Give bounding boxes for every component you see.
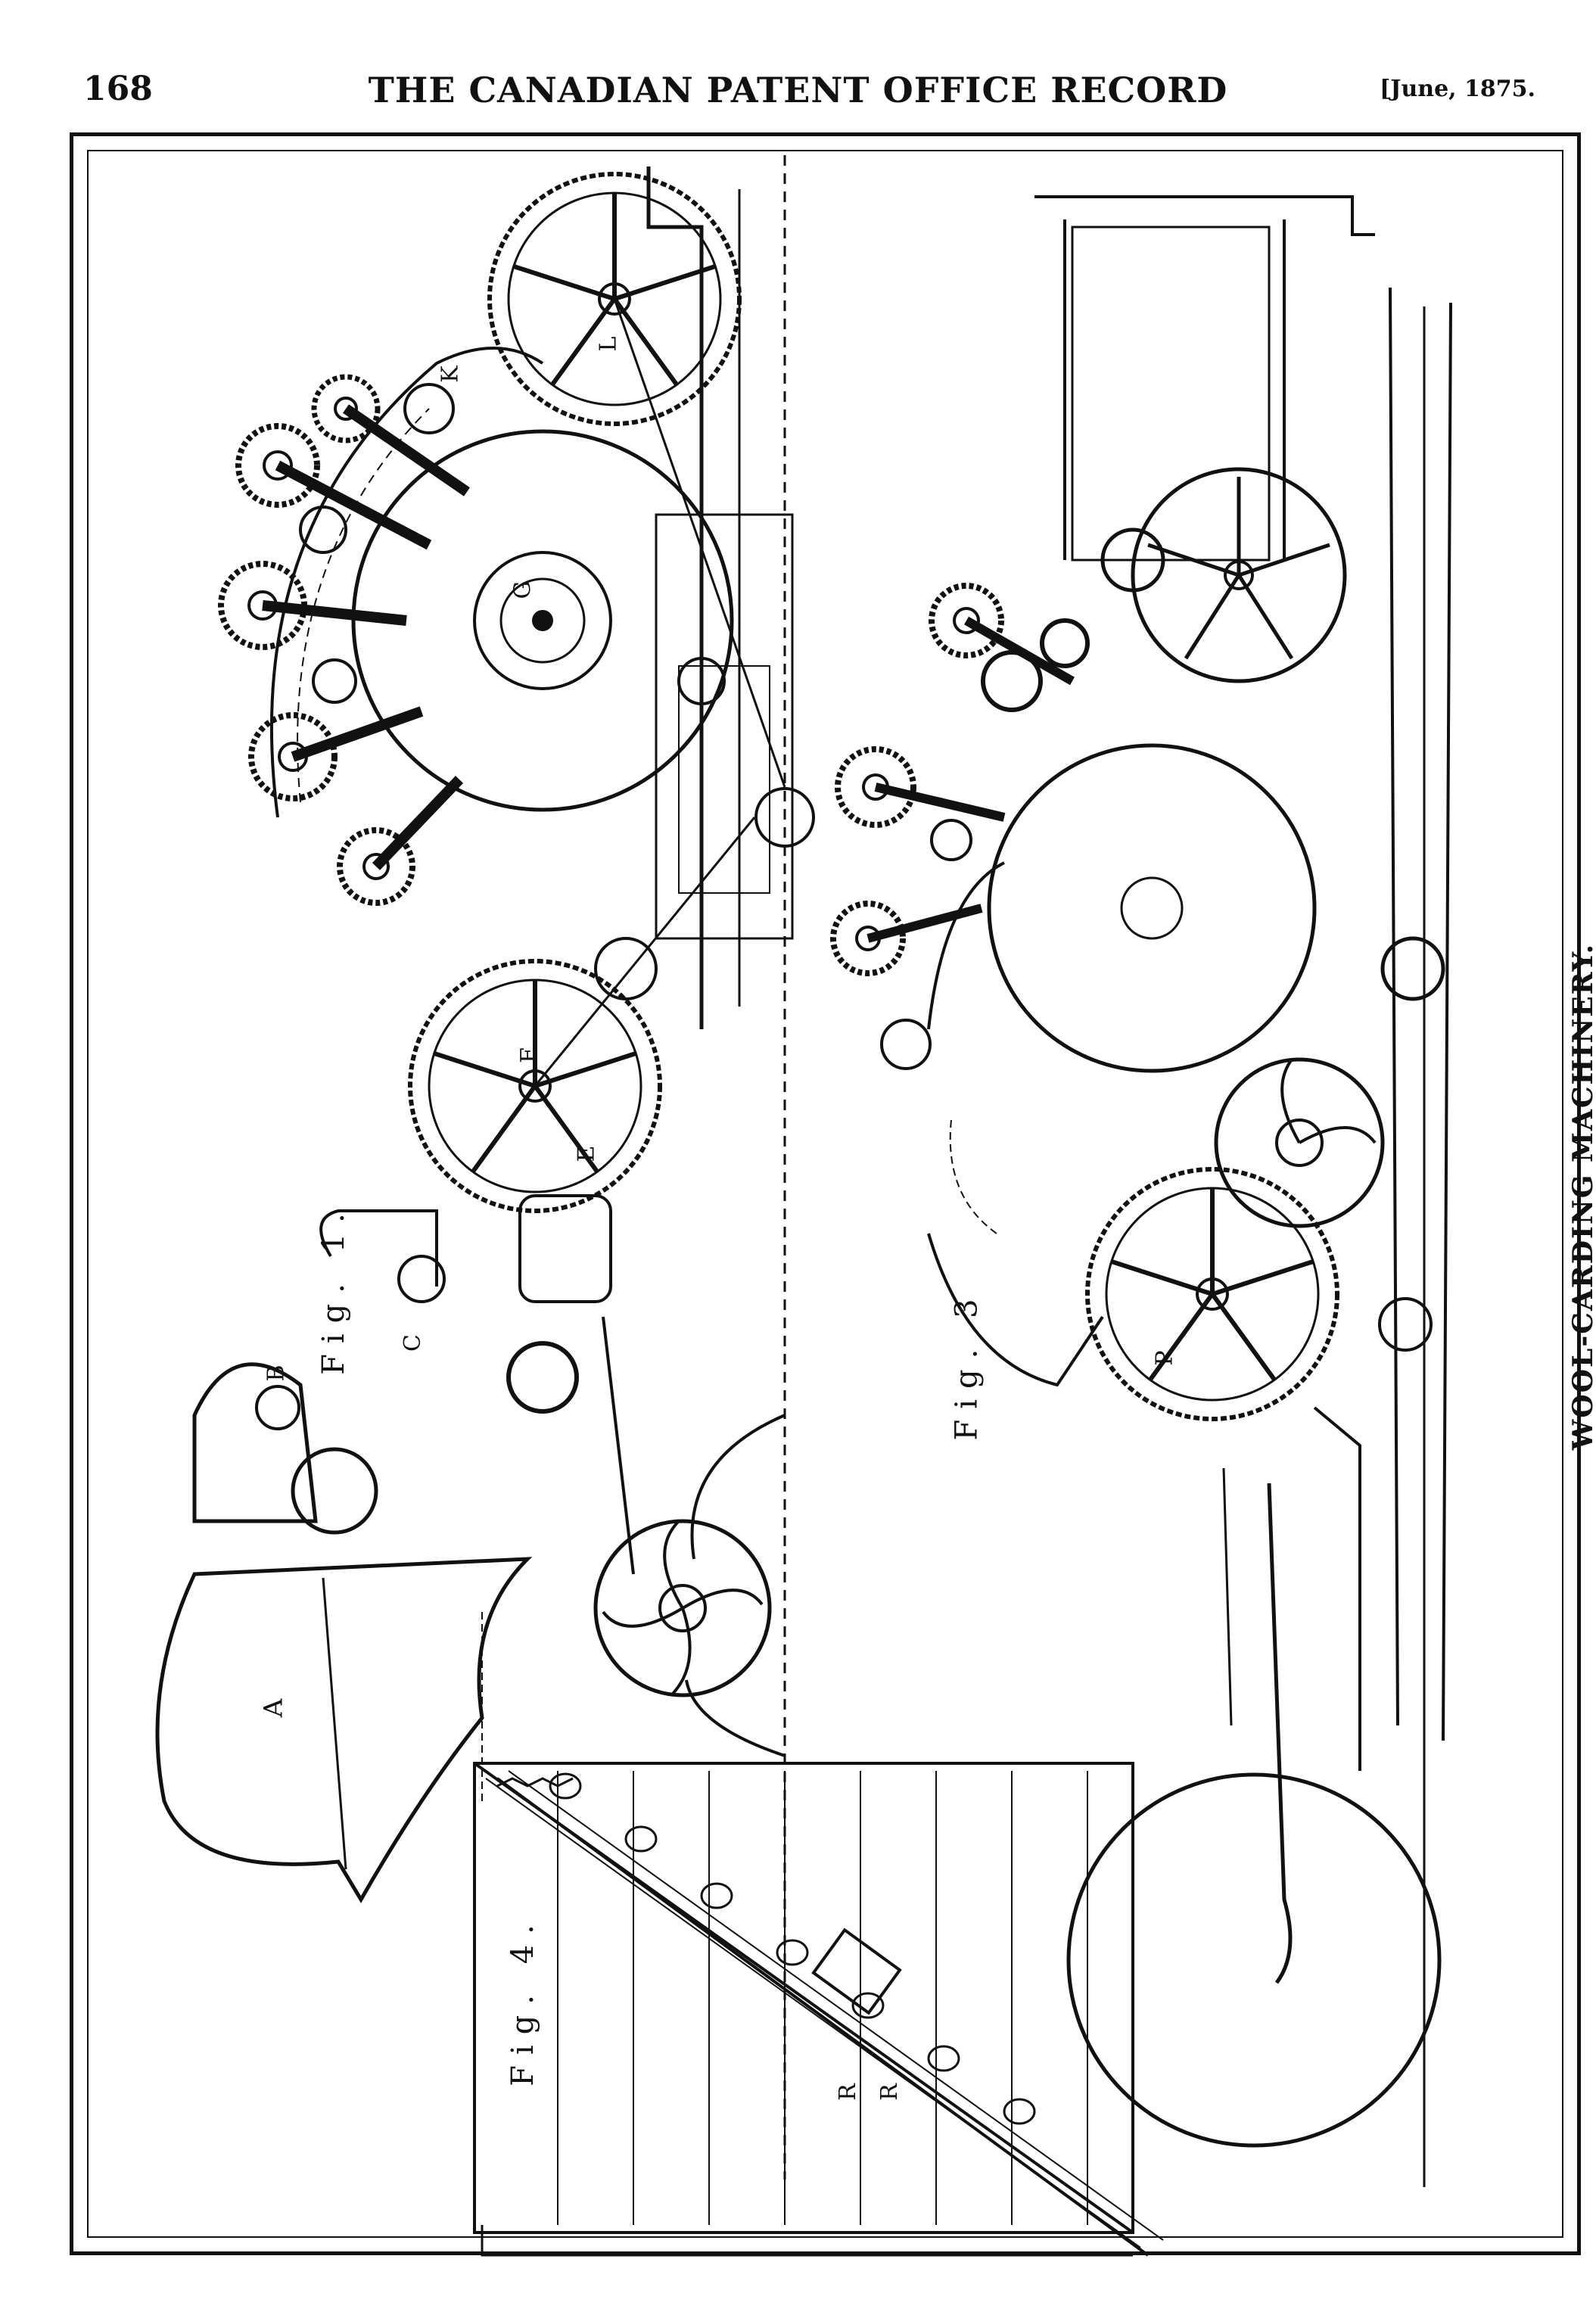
- fig-3-drawing: [830, 195, 1452, 2187]
- part-letter-r: R: [876, 2073, 903, 2101]
- part-letter-l: L: [595, 325, 622, 352]
- part-letter-b: B: [263, 1354, 290, 1382]
- part-letter-r: R: [834, 2073, 861, 2101]
- figure-label-fig-3: Fig. 3: [949, 1288, 985, 1441]
- part-letter-g: G: [509, 570, 537, 599]
- wool-carding-machinery-engraving: [155, 155, 1452, 2257]
- part-letter-c: C: [399, 1324, 426, 1352]
- part-letter-p: P: [1151, 1340, 1178, 1366]
- part-letter-a: A: [258, 1688, 289, 1718]
- part-letter-k: K: [437, 355, 464, 383]
- illustration-plate: Fig. 1. Fig. 3 Fig. 4. A B C E F G K L P…: [70, 132, 1596, 2257]
- figure-label-fig-4: Fig. 4.: [505, 1914, 540, 2086]
- issue-date: [June, 1875.: [1380, 76, 1535, 102]
- page-number: 168: [83, 70, 153, 108]
- plate-caption: WOOL-CARDING MACHINERY.: [1567, 942, 1596, 1451]
- part-letter-f: F: [515, 1037, 543, 1063]
- running-title: THE CANADIAN PATENT OFFICE RECORD: [368, 70, 1228, 110]
- fig-4-drawing: [473, 1762, 1164, 2257]
- part-letter-e: E: [573, 1134, 600, 1162]
- figure-label-fig-1: Fig. 1.: [316, 1203, 351, 1375]
- page-header: 168 THE CANADIAN PATENT OFFICE RECORD [J…: [0, 70, 1596, 123]
- fig-1-drawing: [155, 166, 815, 1903]
- plate-inner-border: [87, 150, 1563, 2238]
